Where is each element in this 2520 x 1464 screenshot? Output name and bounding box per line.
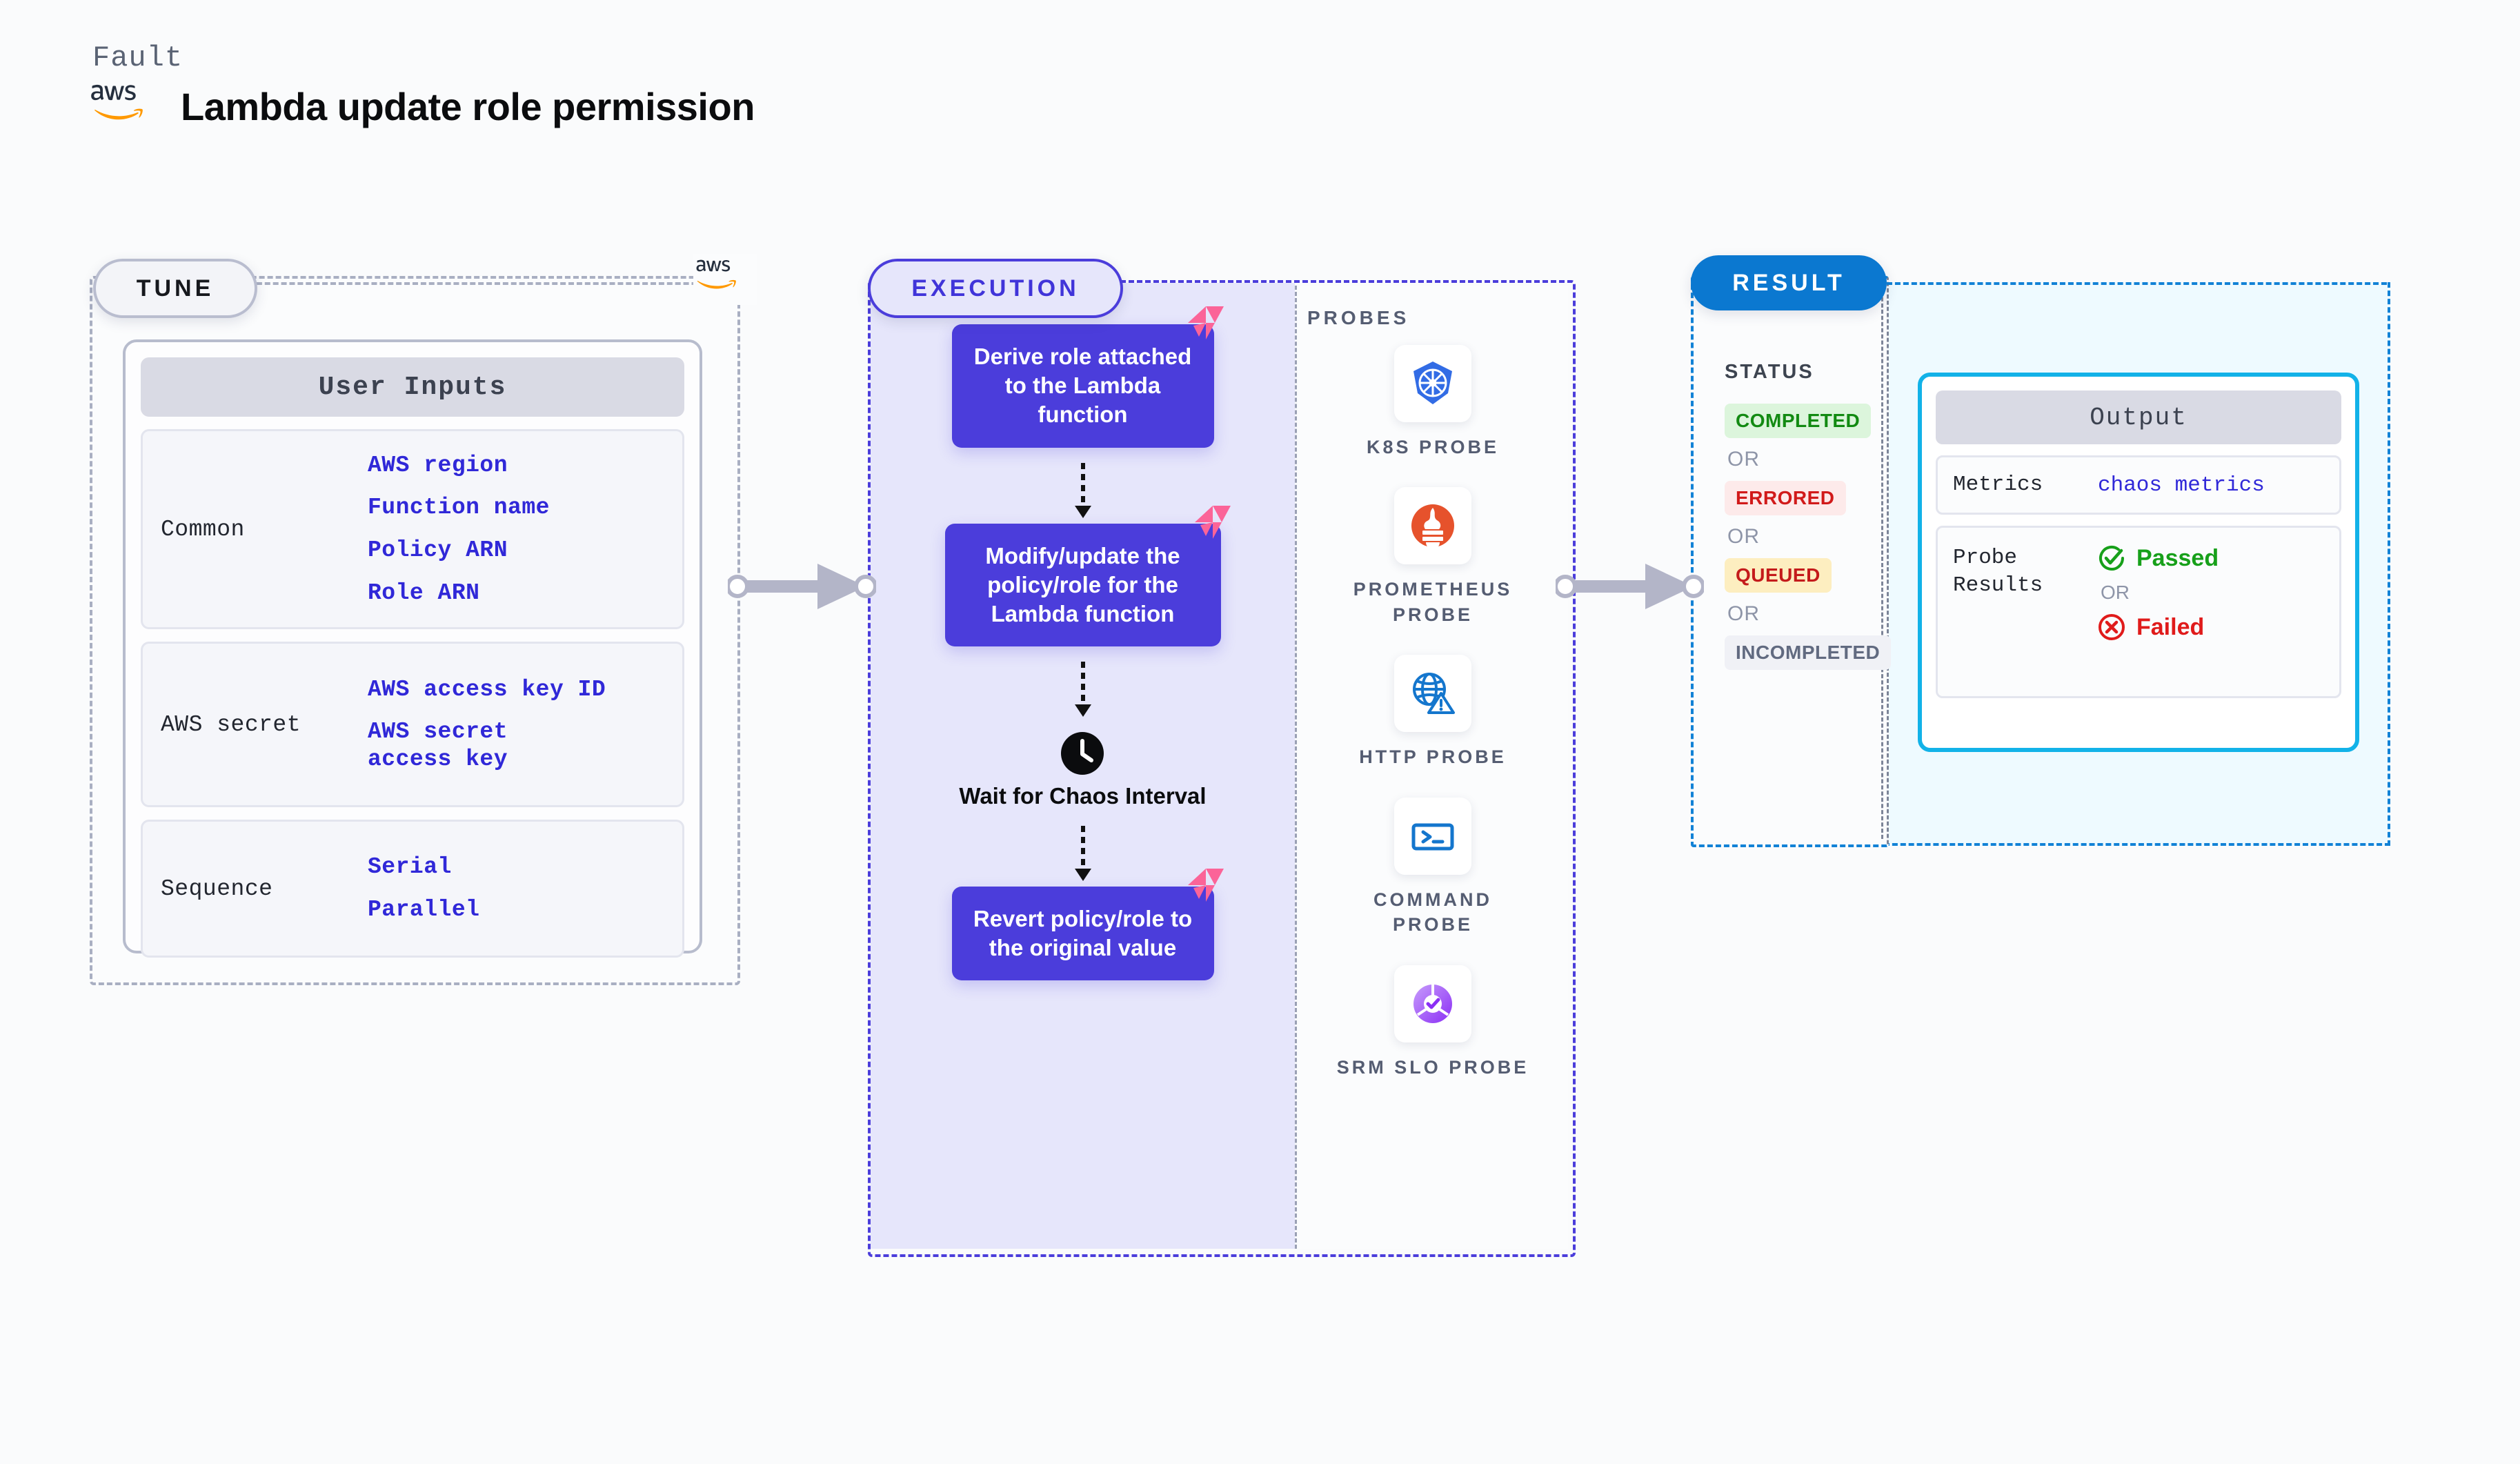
execution-stage-badge[interactable]: EXECUTION bbox=[868, 259, 1123, 318]
aws-logo-icon bbox=[91, 84, 143, 120]
output-row-label: Metrics bbox=[1953, 472, 2043, 497]
aws-provider-logo-icon bbox=[693, 254, 757, 305]
output-card: Output Metrics chaos metrics Probe Resul… bbox=[1918, 373, 2359, 752]
tune-group-aws-secret: AWS secret AWS access key ID AWS secret … bbox=[141, 642, 684, 807]
execution-step-label: Revert policy/role to the original value bbox=[973, 905, 1193, 960]
check-circle-icon bbox=[2099, 546, 2124, 571]
probe-item-command[interactable]: COMMAND PROBE bbox=[1336, 797, 1529, 938]
page-title: Lambda update role permission bbox=[181, 84, 755, 128]
tune-group-label: AWS secret bbox=[161, 711, 301, 738]
litmus-chaos-icon bbox=[1187, 868, 1224, 902]
litmus-chaos-icon bbox=[1194, 505, 1231, 539]
output-row-probe-results: Probe Results Passed OR Failed bbox=[1936, 526, 2341, 698]
user-inputs-title: User Inputs bbox=[141, 357, 684, 417]
probe-tile bbox=[1394, 797, 1471, 875]
tune-group-common: Common AWS region Function name Policy A… bbox=[141, 429, 684, 629]
probe-caption: COMMAND PROBE bbox=[1373, 889, 1492, 936]
output-title: Output bbox=[1936, 390, 2341, 444]
execution-step-box[interactable]: Modify/update the policy/role for the La… bbox=[944, 505, 1231, 647]
or-label: OR bbox=[1727, 525, 1760, 548]
result-stage-badge[interactable]: RESULT bbox=[1691, 255, 1887, 310]
status-badge-errored[interactable]: ERRORED bbox=[1725, 481, 1846, 515]
probe-results-values: Passed OR Failed bbox=[2098, 544, 2324, 641]
tune-value[interactable]: Serial bbox=[368, 854, 452, 880]
execution-wait-node: Wait for Chaos Interval bbox=[959, 732, 1207, 810]
litmus-chaos-icon bbox=[1187, 306, 1224, 339]
clock-icon bbox=[1061, 732, 1104, 775]
probe-result-failed: Failed bbox=[2098, 613, 2324, 641]
tune-value[interactable]: Function name bbox=[368, 495, 550, 521]
probe-item-srm-slo[interactable]: SRM SLO PROBE bbox=[1336, 965, 1529, 1080]
result-status-divider bbox=[1881, 279, 1883, 839]
x-circle-icon bbox=[2099, 614, 2125, 640]
tune-group-label: Common bbox=[161, 516, 245, 542]
or-label: OR bbox=[2101, 582, 2130, 603]
tune-group-values: AWS access key ID AWS secret access key bbox=[368, 676, 664, 773]
flow-arrow-tune-to-execution bbox=[728, 564, 876, 609]
execution-probes-divider bbox=[1295, 286, 1297, 1249]
probe-tile bbox=[1394, 655, 1471, 733]
probe-tile bbox=[1394, 345, 1471, 422]
flow-connector-arrow bbox=[1080, 825, 1085, 871]
probes-panel-background bbox=[1298, 286, 1568, 1249]
probe-item-k8s[interactable]: K8S PROBE bbox=[1336, 345, 1529, 459]
tune-value[interactable]: AWS region bbox=[368, 452, 508, 478]
flow-arrow-execution-to-result bbox=[1556, 564, 1704, 609]
status-section-label: STATUS bbox=[1725, 361, 1814, 383]
probe-caption: HTTP PROBE bbox=[1359, 746, 1507, 768]
prometheus-icon bbox=[1411, 504, 1454, 550]
or-label: OR bbox=[1727, 602, 1760, 625]
tune-stage-badge[interactable]: TUNE bbox=[93, 259, 257, 318]
tune-value[interactable]: Parallel bbox=[368, 897, 480, 922]
execution-wait-label: Wait for Chaos Interval bbox=[959, 783, 1207, 809]
execution-step-box[interactable]: Revert policy/role to the original value bbox=[951, 868, 1224, 981]
title-row: Lambda update role permission bbox=[90, 81, 1055, 131]
execution-step-label: Derive role attached to the Lambda funct… bbox=[973, 344, 1192, 428]
tune-value[interactable]: Policy ARN bbox=[368, 537, 508, 563]
tune-value[interactable]: AWS secret access key bbox=[368, 719, 508, 772]
execution-steps-list: Derive role attached to the Lambda funct… bbox=[871, 306, 1295, 981]
tune-connector-line bbox=[248, 282, 738, 285]
kubernetes-icon bbox=[1413, 362, 1452, 404]
status-badge-incompleted[interactable]: INCOMPLETED bbox=[1725, 635, 1892, 670]
output-row-metrics: Metrics chaos metrics bbox=[1936, 455, 2341, 515]
execution-section-outline bbox=[868, 280, 1576, 1257]
probe-passed-label: Passed bbox=[2136, 544, 2219, 571]
tune-group-sequence: Sequence Serial Parallel bbox=[141, 820, 684, 958]
probe-tile bbox=[1394, 487, 1471, 565]
probes-list: K8S PROBE PROMETHEUS PROBE bbox=[1298, 345, 1568, 1080]
execution-step-label: Modify/update the policy/role for the La… bbox=[985, 542, 1180, 627]
probe-result-passed: Passed bbox=[2098, 544, 2324, 572]
probe-caption: SRM SLO PROBE bbox=[1336, 1056, 1529, 1078]
result-connector-line bbox=[1887, 282, 2387, 285]
page-header: Fault Lambda update role permission bbox=[90, 41, 1055, 166]
output-row-label: Probe Results bbox=[1953, 546, 2043, 598]
probe-caption: PROMETHEUS PROBE bbox=[1353, 579, 1513, 625]
probe-tile bbox=[1394, 965, 1471, 1042]
status-badge-queued[interactable]: QUEUED bbox=[1725, 558, 1832, 593]
tune-group-values: AWS region Function name Policy ARN Role… bbox=[368, 452, 664, 606]
flow-connector-arrow bbox=[1080, 662, 1085, 708]
fault-label: Fault bbox=[92, 41, 183, 75]
execution-step-box[interactable]: Derive role attached to the Lambda funct… bbox=[951, 306, 1224, 448]
probe-caption: K8S PROBE bbox=[1366, 437, 1500, 457]
tune-value[interactable]: Role ARN bbox=[368, 580, 480, 606]
probes-section-label: PROBES bbox=[1307, 307, 1410, 328]
terminal-icon bbox=[1411, 823, 1454, 851]
output-row-value[interactable]: chaos metrics bbox=[2098, 473, 2265, 497]
srm-slo-icon bbox=[1413, 984, 1452, 1023]
status-badge-completed[interactable]: COMPLETED bbox=[1725, 404, 1872, 438]
probe-failed-label: Failed bbox=[2136, 613, 2205, 640]
probe-item-http[interactable]: HTTP PROBE bbox=[1336, 655, 1529, 769]
user-inputs-card: User Inputs Common AWS region Function n… bbox=[123, 339, 702, 958]
status-list: COMPLETED OR ERRORED OR QUEUED OR INCOMP… bbox=[1725, 404, 1892, 670]
http-globe-warning-icon bbox=[1413, 673, 1455, 715]
tune-group-values: Serial Parallel bbox=[368, 853, 664, 923]
flow-connector-arrow bbox=[1080, 462, 1085, 508]
tune-group-label: Sequence bbox=[161, 876, 273, 902]
or-label: OR bbox=[1727, 448, 1760, 471]
tune-value[interactable]: AWS access key ID bbox=[368, 676, 606, 702]
probe-item-prometheus[interactable]: PROMETHEUS PROBE bbox=[1336, 487, 1529, 627]
